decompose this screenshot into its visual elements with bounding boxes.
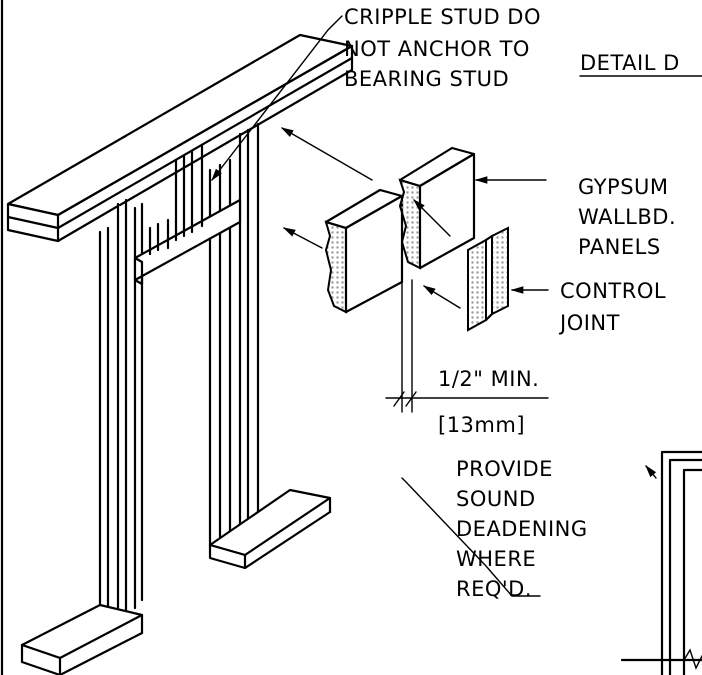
- joint-arrow-upper: [413, 199, 451, 237]
- wall-frame: [6, 33, 354, 675]
- right-studs: [208, 122, 260, 550]
- note-cripple-line-3: BEARING STUD: [344, 67, 509, 91]
- top-plate: [6, 33, 354, 243]
- note-gypsum-line-3: PANELS: [578, 235, 661, 259]
- cripple-stud-leader: [211, 15, 343, 181]
- note-cripple-line-1: CRIPPLE STUD DO: [344, 5, 541, 29]
- detail-title: DETAIL D: [580, 51, 680, 75]
- note-sound-line-2: SOUND: [456, 487, 536, 511]
- sound-deadening-arrowhead: [645, 465, 657, 479]
- note-gypsum-line-1: GYPSUM: [578, 175, 669, 199]
- partial-detail: [620, 450, 702, 675]
- dimension: [385, 279, 549, 413]
- note-control-joint: CONTROL JOINT: [558, 279, 666, 335]
- gypsum-panel-left: [324, 188, 404, 314]
- note-cripple-stud: CRIPPLE STUD DO NOT ANCHOR TO BEARING ST…: [344, 5, 541, 91]
- note-sound-deadening: PROVIDE SOUND DEADENING WHERE REQ'D.: [456, 457, 588, 601]
- cripple-studs: [148, 144, 204, 256]
- control-joint: [467, 226, 509, 332]
- arrows: [211, 15, 657, 597]
- header: [133, 198, 242, 286]
- assembly-arrow-lower: [282, 227, 323, 249]
- sound-deadening-leader: [401, 477, 541, 597]
- assembly-arrow-upper: [280, 127, 373, 181]
- note-control-line-1: CONTROL: [560, 279, 666, 303]
- bottom-plate-right: [208, 488, 332, 570]
- gypsum-panel-right: [398, 146, 476, 270]
- note-control-line-2: JOINT: [558, 311, 620, 335]
- note-sound-line-4: WHERE: [456, 547, 536, 571]
- note-gypsum: GYPSUM WALLBD. PANELS: [578, 175, 676, 259]
- bottom-plate-left: [20, 603, 144, 675]
- note-sound-line-3: DEADENING: [456, 517, 588, 541]
- dimension-metric: [13mm]: [438, 413, 525, 437]
- note-sound-line-5: REQ'D.: [456, 577, 532, 601]
- note-gypsum-line-2: WALLBD.: [578, 205, 676, 229]
- joint-arrow-lower: [422, 285, 461, 309]
- note-cripple-line-2: NOT ANCHOR TO: [344, 37, 530, 61]
- dimension-imperial: 1/2" MIN.: [438, 367, 539, 391]
- note-sound-line-1: PROVIDE: [456, 457, 553, 481]
